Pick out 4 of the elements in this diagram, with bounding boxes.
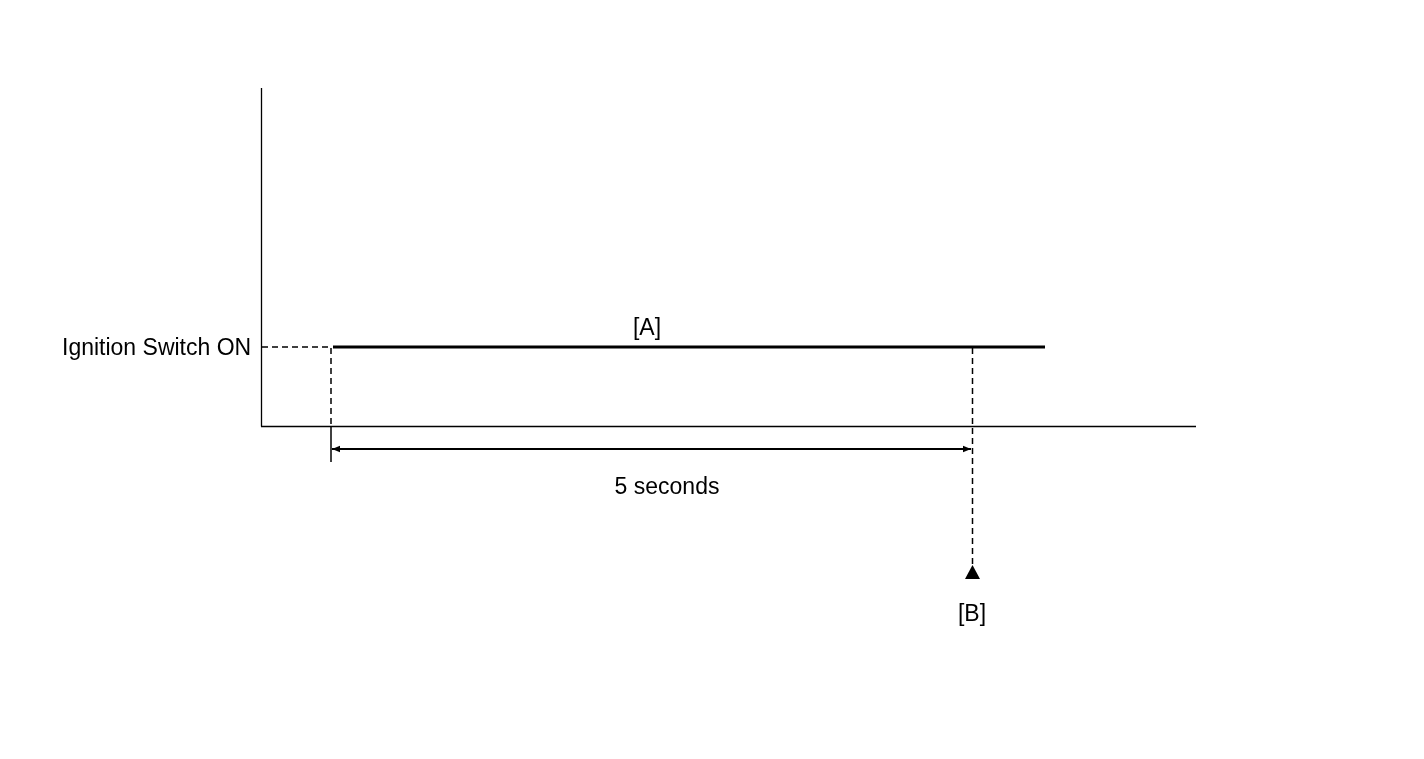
label-text: 5 seconds [614,472,720,501]
label-text: Ignition Switch ON [62,333,252,362]
label-text: [B] [957,599,987,628]
label-text: [A] [632,313,662,342]
